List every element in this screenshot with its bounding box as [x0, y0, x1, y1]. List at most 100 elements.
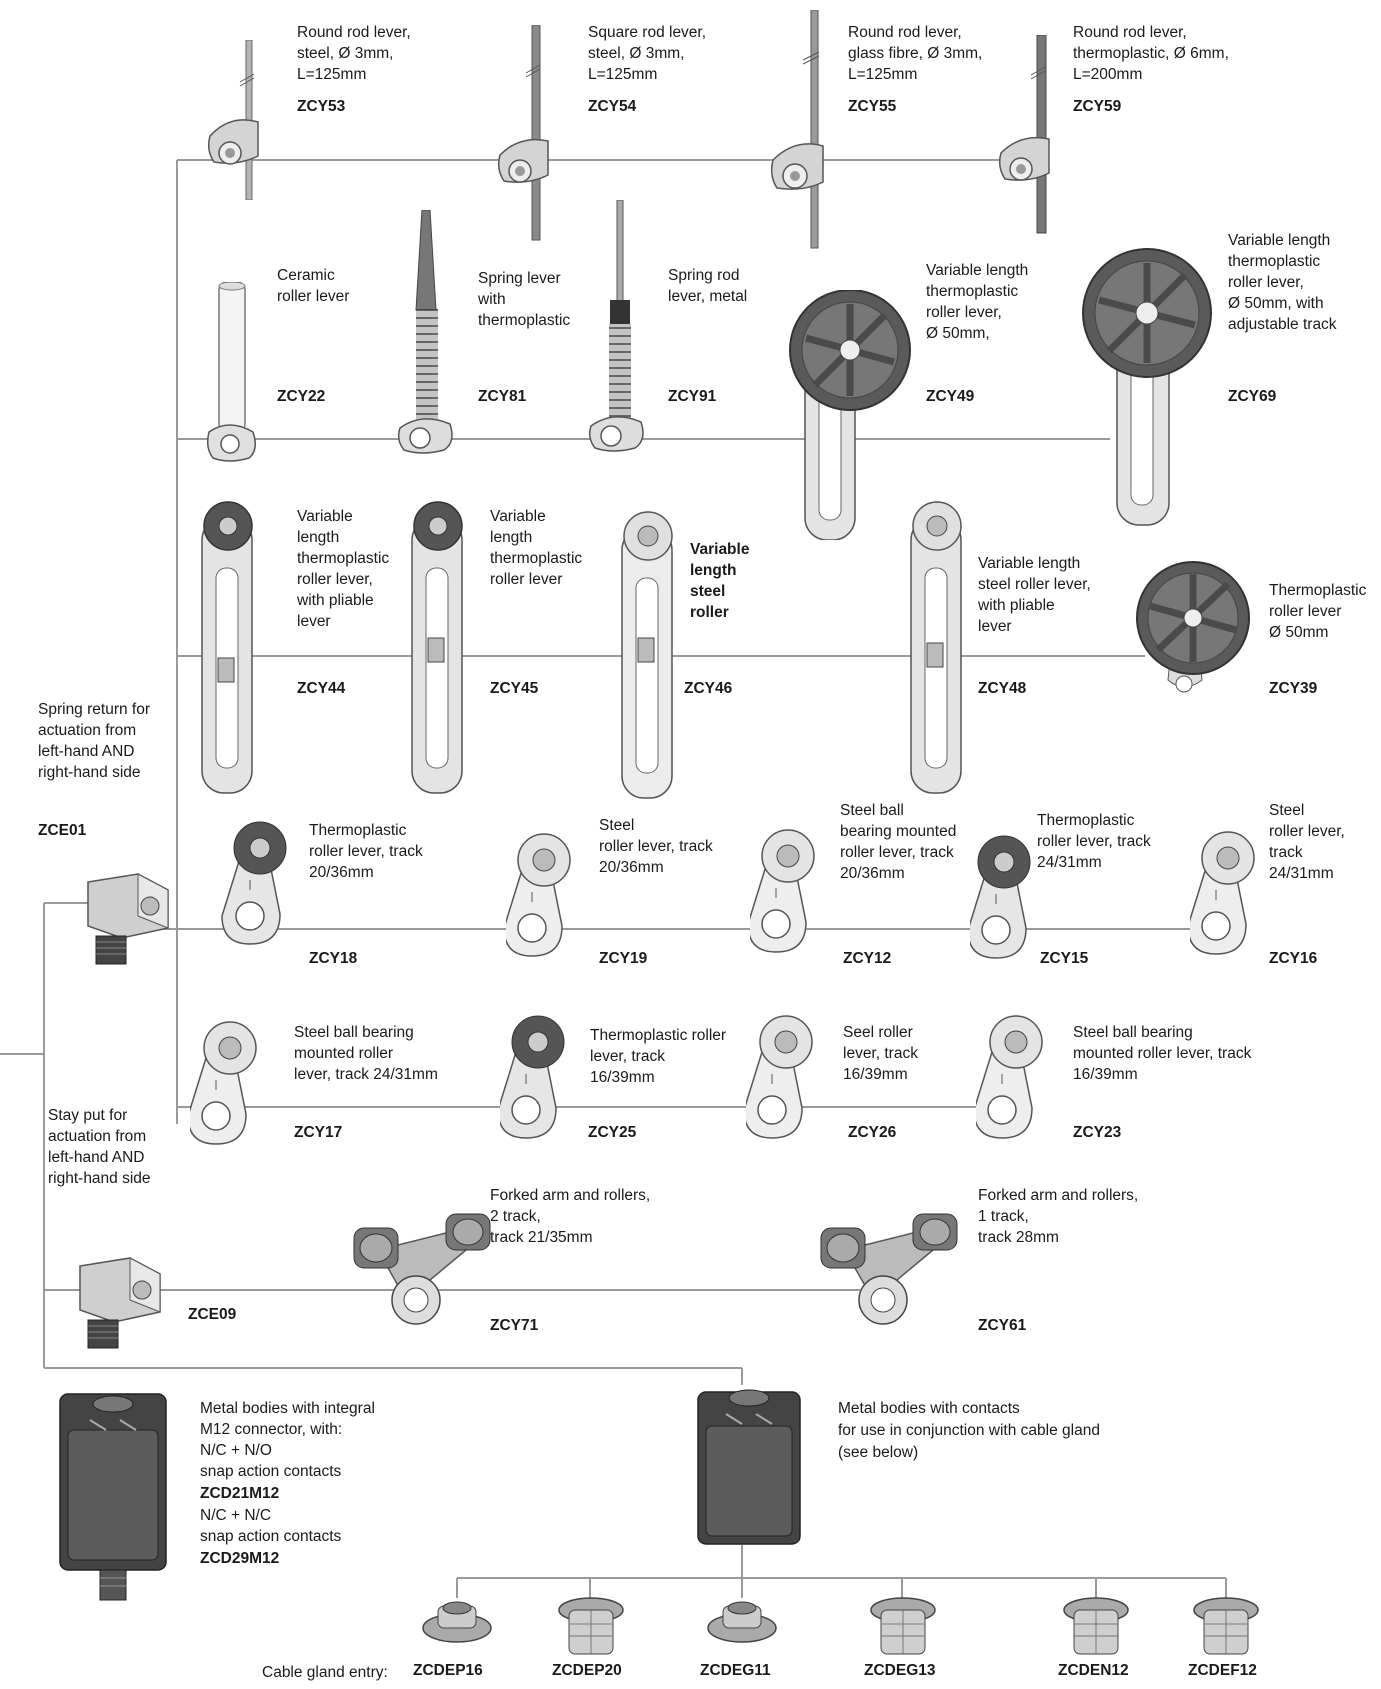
variable-length-lever-image	[408, 498, 468, 798]
wheel-lever-image	[1128, 560, 1258, 695]
item-code-zcy55: ZCY55	[848, 98, 896, 116]
item-code-zcy15: ZCY15	[1040, 950, 1088, 968]
large-wheel-lever-image	[1075, 245, 1215, 535]
gland-code-zcden12: ZCDEN12	[1058, 1662, 1129, 1680]
spring-lever-image	[392, 210, 462, 470]
item-code-zcy53: ZCY53	[297, 98, 345, 116]
gland-code-zcdeg11: ZCDEG11	[700, 1662, 771, 1680]
roller-lever-image	[1190, 828, 1260, 958]
gland-code-zcdef12: ZCDEF12	[1188, 1662, 1257, 1680]
item-code-zcy59: ZCY59	[1073, 98, 1121, 116]
roller-lever-image	[500, 1012, 570, 1142]
item-description-zcy15: Thermoplastic roller lever, track 24/31m…	[1037, 810, 1151, 873]
item-code-zcy12: ZCY12	[843, 950, 891, 968]
head-zce09-image	[76, 1252, 166, 1352]
head-zce01-description: Spring return for actuation from left-ha…	[38, 699, 150, 783]
body-m12-code-2: ZCD29M12	[200, 1547, 375, 1570]
forked-arm-image	[815, 1210, 965, 1330]
spring-rod-lever-image	[585, 200, 655, 470]
roller-lever-image	[506, 830, 576, 960]
item-code-zcy39: ZCY39	[1269, 680, 1317, 698]
forked-arm-image	[348, 1210, 498, 1330]
variable-length-lever-image	[618, 508, 678, 808]
item-description-zcy19: Steel roller lever, track 20/36mm	[599, 815, 713, 878]
body-m12-contacts-2: N/C + N/C snap action contacts	[200, 1505, 375, 1547]
body-m12-image	[50, 1390, 175, 1610]
cable-gland-image	[1060, 1596, 1132, 1658]
item-description-zcy18: Thermoplastic roller lever, track 20/36m…	[309, 820, 423, 883]
item-description-zcy48: Variable length steel roller lever, with…	[978, 553, 1091, 637]
roller-lever-image	[976, 1012, 1046, 1142]
item-code-zcy22: ZCY22	[277, 388, 325, 406]
roller-lever-image	[220, 818, 290, 948]
item-description-zcy53: Round rod lever, steel, Ø 3mm, L=125mm	[297, 22, 411, 85]
item-description-zcy46: Variable length steel roller	[690, 539, 749, 623]
item-description-zcy44: Variable length thermoplastic roller lev…	[297, 506, 389, 632]
head-zce01-image	[84, 868, 174, 968]
item-description-zcy55: Round rod lever, glass fibre, Ø 3mm, L=1…	[848, 22, 982, 85]
item-code-zcy19: ZCY19	[599, 950, 647, 968]
item-description-zcy59: Round rod lever, thermoplastic, Ø 6mm, L…	[1073, 22, 1229, 85]
item-description-zcy23: Steel ball bearing mounted roller lever,…	[1073, 1022, 1251, 1085]
item-code-zcy81: ZCY81	[478, 388, 526, 406]
body-m12-code-1: ZCD21M12	[200, 1482, 375, 1505]
item-code-zcy18: ZCY18	[309, 950, 357, 968]
body-m12-intro: Metal bodies with integral M12 connector…	[200, 1398, 375, 1440]
rod-lever-image	[200, 40, 270, 200]
cable-gland-label: Cable gland entry:	[262, 1662, 388, 1683]
item-code-zcy46: ZCY46	[684, 680, 732, 698]
gland-code-zcdep16: ZCDEP16	[413, 1662, 483, 1680]
item-code-zcy71: ZCY71	[490, 1317, 538, 1335]
item-description-zcy81: Spring lever with thermoplastic	[478, 268, 570, 331]
item-description-zcy39: Thermoplastic roller lever Ø 50mm	[1269, 580, 1366, 643]
item-code-zcy91: ZCY91	[668, 388, 716, 406]
item-description-zcy69: Variable length thermoplastic roller lev…	[1228, 230, 1337, 335]
item-description-zcy49: Variable length thermoplastic roller lev…	[926, 260, 1028, 344]
item-code-zcy44: ZCY44	[297, 680, 345, 698]
cable-gland-image	[703, 1600, 781, 1648]
rod-lever-image	[765, 10, 835, 250]
roller-lever-image	[750, 826, 820, 956]
gland-code-zcdep20: ZCDEP20	[552, 1662, 622, 1680]
item-description-zcy61: Forked arm and rollers, 1 track, track 2…	[978, 1185, 1138, 1248]
item-description-zcy54: Square rod lever, steel, Ø 3mm, L=125mm	[588, 22, 706, 85]
item-description-zcy26: Seel roller lever, track 16/39mm	[843, 1022, 918, 1085]
cable-gland-image	[555, 1596, 627, 1658]
item-description-zcy16: Steel roller lever, track 24/31mm	[1269, 800, 1345, 884]
cable-gland-image	[867, 1596, 939, 1658]
item-code-zcy16: ZCY16	[1269, 950, 1317, 968]
item-description-zcy22: Ceramic roller lever	[277, 265, 349, 307]
roller-lever-image	[970, 832, 1040, 962]
item-code-zcy23: ZCY23	[1073, 1124, 1121, 1142]
variable-length-lever-image	[198, 498, 258, 798]
rod-lever-image	[995, 35, 1065, 235]
large-wheel-lever-image	[775, 290, 915, 540]
item-description-zcy45: Variable length thermoplastic roller lev…	[490, 506, 582, 590]
head-zce09-code: ZCE09	[188, 1306, 236, 1324]
item-description-zcy12: Steel ball bearing mounted roller lever,…	[840, 800, 956, 884]
item-code-zcy69: ZCY69	[1228, 388, 1276, 406]
body-gland-image	[692, 1382, 807, 1552]
item-description-zcy91: Spring rod lever, metal	[668, 265, 747, 307]
item-code-zcy17: ZCY17	[294, 1124, 342, 1142]
item-code-zcy25: ZCY25	[588, 1124, 636, 1142]
item-code-zcy61: ZCY61	[978, 1317, 1026, 1335]
item-code-zcy54: ZCY54	[588, 98, 636, 116]
roller-lever-image	[190, 1018, 260, 1148]
item-code-zcy26: ZCY26	[848, 1124, 896, 1142]
item-description-zcy25: Thermoplastic roller lever, track 16/39m…	[590, 1025, 726, 1088]
gland-code-zcdeg13: ZCDEG13	[864, 1662, 936, 1680]
ceramic-roller-image	[205, 282, 265, 462]
variable-length-lever-image	[907, 498, 967, 798]
item-code-zcy45: ZCY45	[490, 680, 538, 698]
rod-lever-image	[492, 25, 562, 245]
roller-lever-image	[746, 1012, 816, 1142]
body-gland-description: Metal bodies with contacts for use in co…	[838, 1398, 1100, 1464]
head-zce01-code: ZCE01	[38, 822, 86, 840]
cable-gland-image	[1190, 1596, 1262, 1658]
item-code-zcy49: ZCY49	[926, 388, 974, 406]
cable-gland-image	[418, 1600, 496, 1648]
body-m12-description: Metal bodies with integral M12 connector…	[200, 1398, 375, 1570]
item-description-zcy71: Forked arm and rollers, 2 track, track 2…	[490, 1185, 650, 1248]
body-m12-contacts-1: N/C + N/O snap action contacts	[200, 1440, 375, 1482]
